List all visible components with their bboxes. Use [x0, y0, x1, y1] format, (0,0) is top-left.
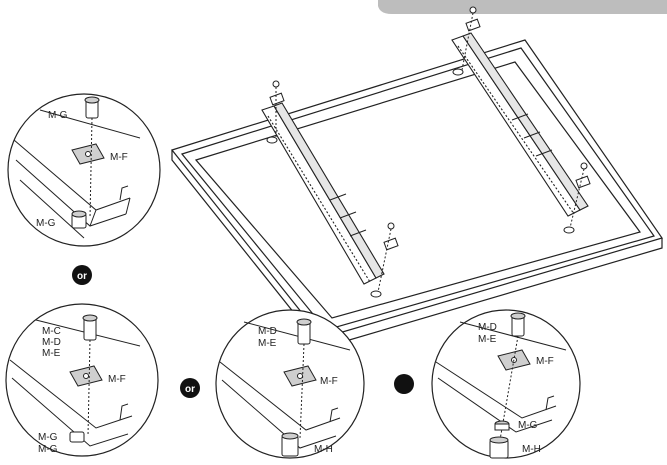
detail-circle-4: M-D M-E M-F M-G M-H	[431, 309, 581, 459]
detail-circle-1: M-G M-F M-G	[7, 93, 161, 247]
label-mg-b: M-G	[38, 444, 58, 455]
mounting-rail-left	[261, 102, 385, 285]
label-mf: M-F	[320, 376, 338, 387]
detail-circle-2: M-C M-D M-E M-F M-G M-G	[5, 303, 159, 457]
header-banner	[378, 0, 667, 14]
tv-frame	[170, 39, 663, 349]
or-badge-2: or	[180, 378, 200, 398]
label-me: M-E	[478, 334, 497, 345]
or-label: or	[185, 384, 195, 395]
or-label: or	[77, 271, 87, 282]
separator-dot	[394, 374, 414, 394]
label-mg-a: M-G	[38, 432, 58, 443]
label-mf: M-F	[108, 374, 126, 385]
label-mc: M-C	[42, 326, 61, 337]
label-me: M-E	[42, 348, 61, 359]
detail-circle-3: M-D M-E M-F M-H	[215, 309, 365, 459]
label-mf: M-F	[110, 152, 128, 163]
label-mf: M-F	[536, 356, 554, 367]
label-me: M-E	[258, 338, 277, 349]
label-mh: M-H	[522, 444, 541, 455]
label-mg-top: M-G	[48, 110, 68, 121]
label-mg-bottom: M-G	[36, 218, 56, 229]
label-mh: M-H	[314, 444, 333, 455]
label-md: M-D	[478, 322, 497, 333]
label-md: M-D	[42, 337, 61, 348]
label-mg: M-G	[518, 420, 538, 431]
label-md: M-D	[258, 326, 277, 337]
or-badge-1: or	[72, 265, 92, 285]
rail-fasteners	[266, 6, 591, 298]
mounting-rail-right	[451, 32, 589, 217]
